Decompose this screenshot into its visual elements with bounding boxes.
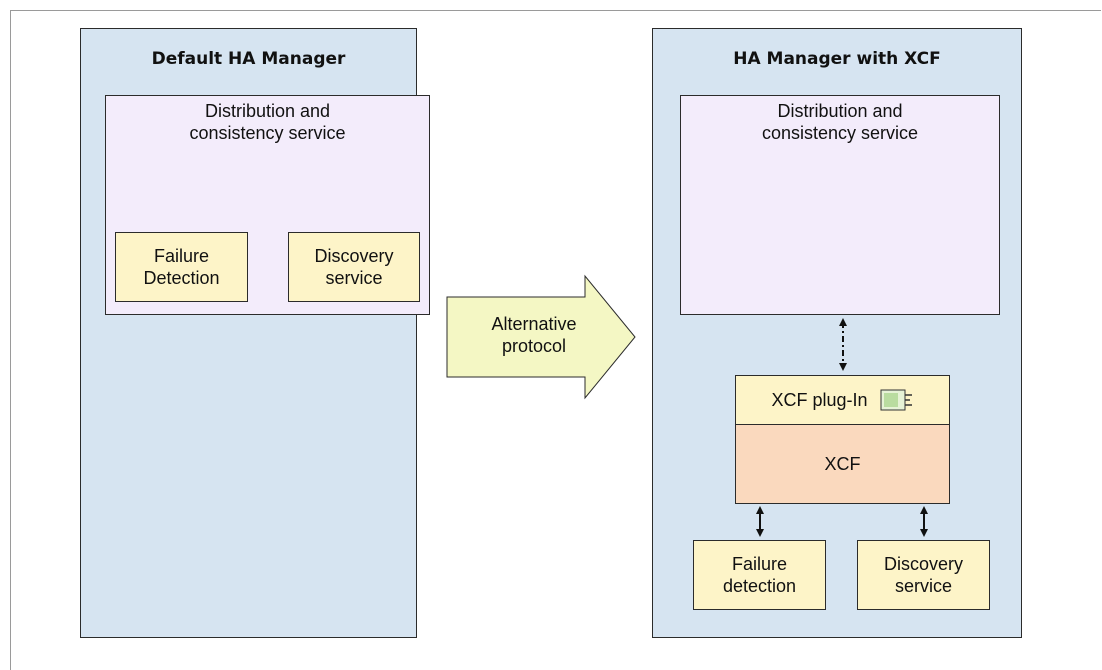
right-failure-detection-box: Failure detection — [693, 540, 826, 610]
left-discovery-line1: Discovery — [314, 246, 394, 266]
left-failure-detection-box: Failure Detection — [115, 232, 248, 302]
alternative-protocol-label: Alternative protocol — [474, 313, 594, 357]
alternative-protocol-line2: protocol — [501, 336, 567, 356]
xcf-plugin-label: XCF plug-In — [771, 390, 868, 410]
ha-manager-xcf-title: HA Manager with XCF — [733, 49, 941, 69]
left-discovery-service-box: Discovery service — [288, 232, 420, 302]
left-distribution-line1: Distribution and — [204, 101, 331, 121]
plugin-icon — [880, 389, 912, 411]
right-failure-line1: Failure — [731, 554, 788, 574]
xcf-label: XCF — [824, 454, 861, 474]
right-distribution-line1: Distribution and — [777, 101, 903, 121]
xcf-box: XCF — [735, 424, 950, 504]
left-distribution-line2: consistency service — [189, 123, 346, 143]
right-distribution-line2: consistency service — [761, 123, 919, 143]
figure-frame — [10, 10, 1101, 670]
alternative-protocol-line1: Alternative — [491, 314, 577, 334]
left-discovery-line2: service — [325, 268, 383, 288]
left-failure-line2: Detection — [143, 268, 220, 288]
right-discovery-line2: service — [894, 576, 952, 596]
right-discovery-line1: Discovery — [883, 554, 963, 574]
xcf-plugin-box: XCF plug-In — [735, 375, 950, 425]
right-discovery-service-box: Discovery service — [857, 540, 990, 610]
right-distribution-consistency-box: Distribution and consistency service — [680, 95, 1000, 315]
transition-arrow — [446, 274, 636, 400]
right-failure-line2: detection — [722, 576, 797, 596]
left-failure-line1: Failure — [153, 246, 209, 266]
default-ha-manager-title: Default HA Manager — [151, 49, 346, 69]
